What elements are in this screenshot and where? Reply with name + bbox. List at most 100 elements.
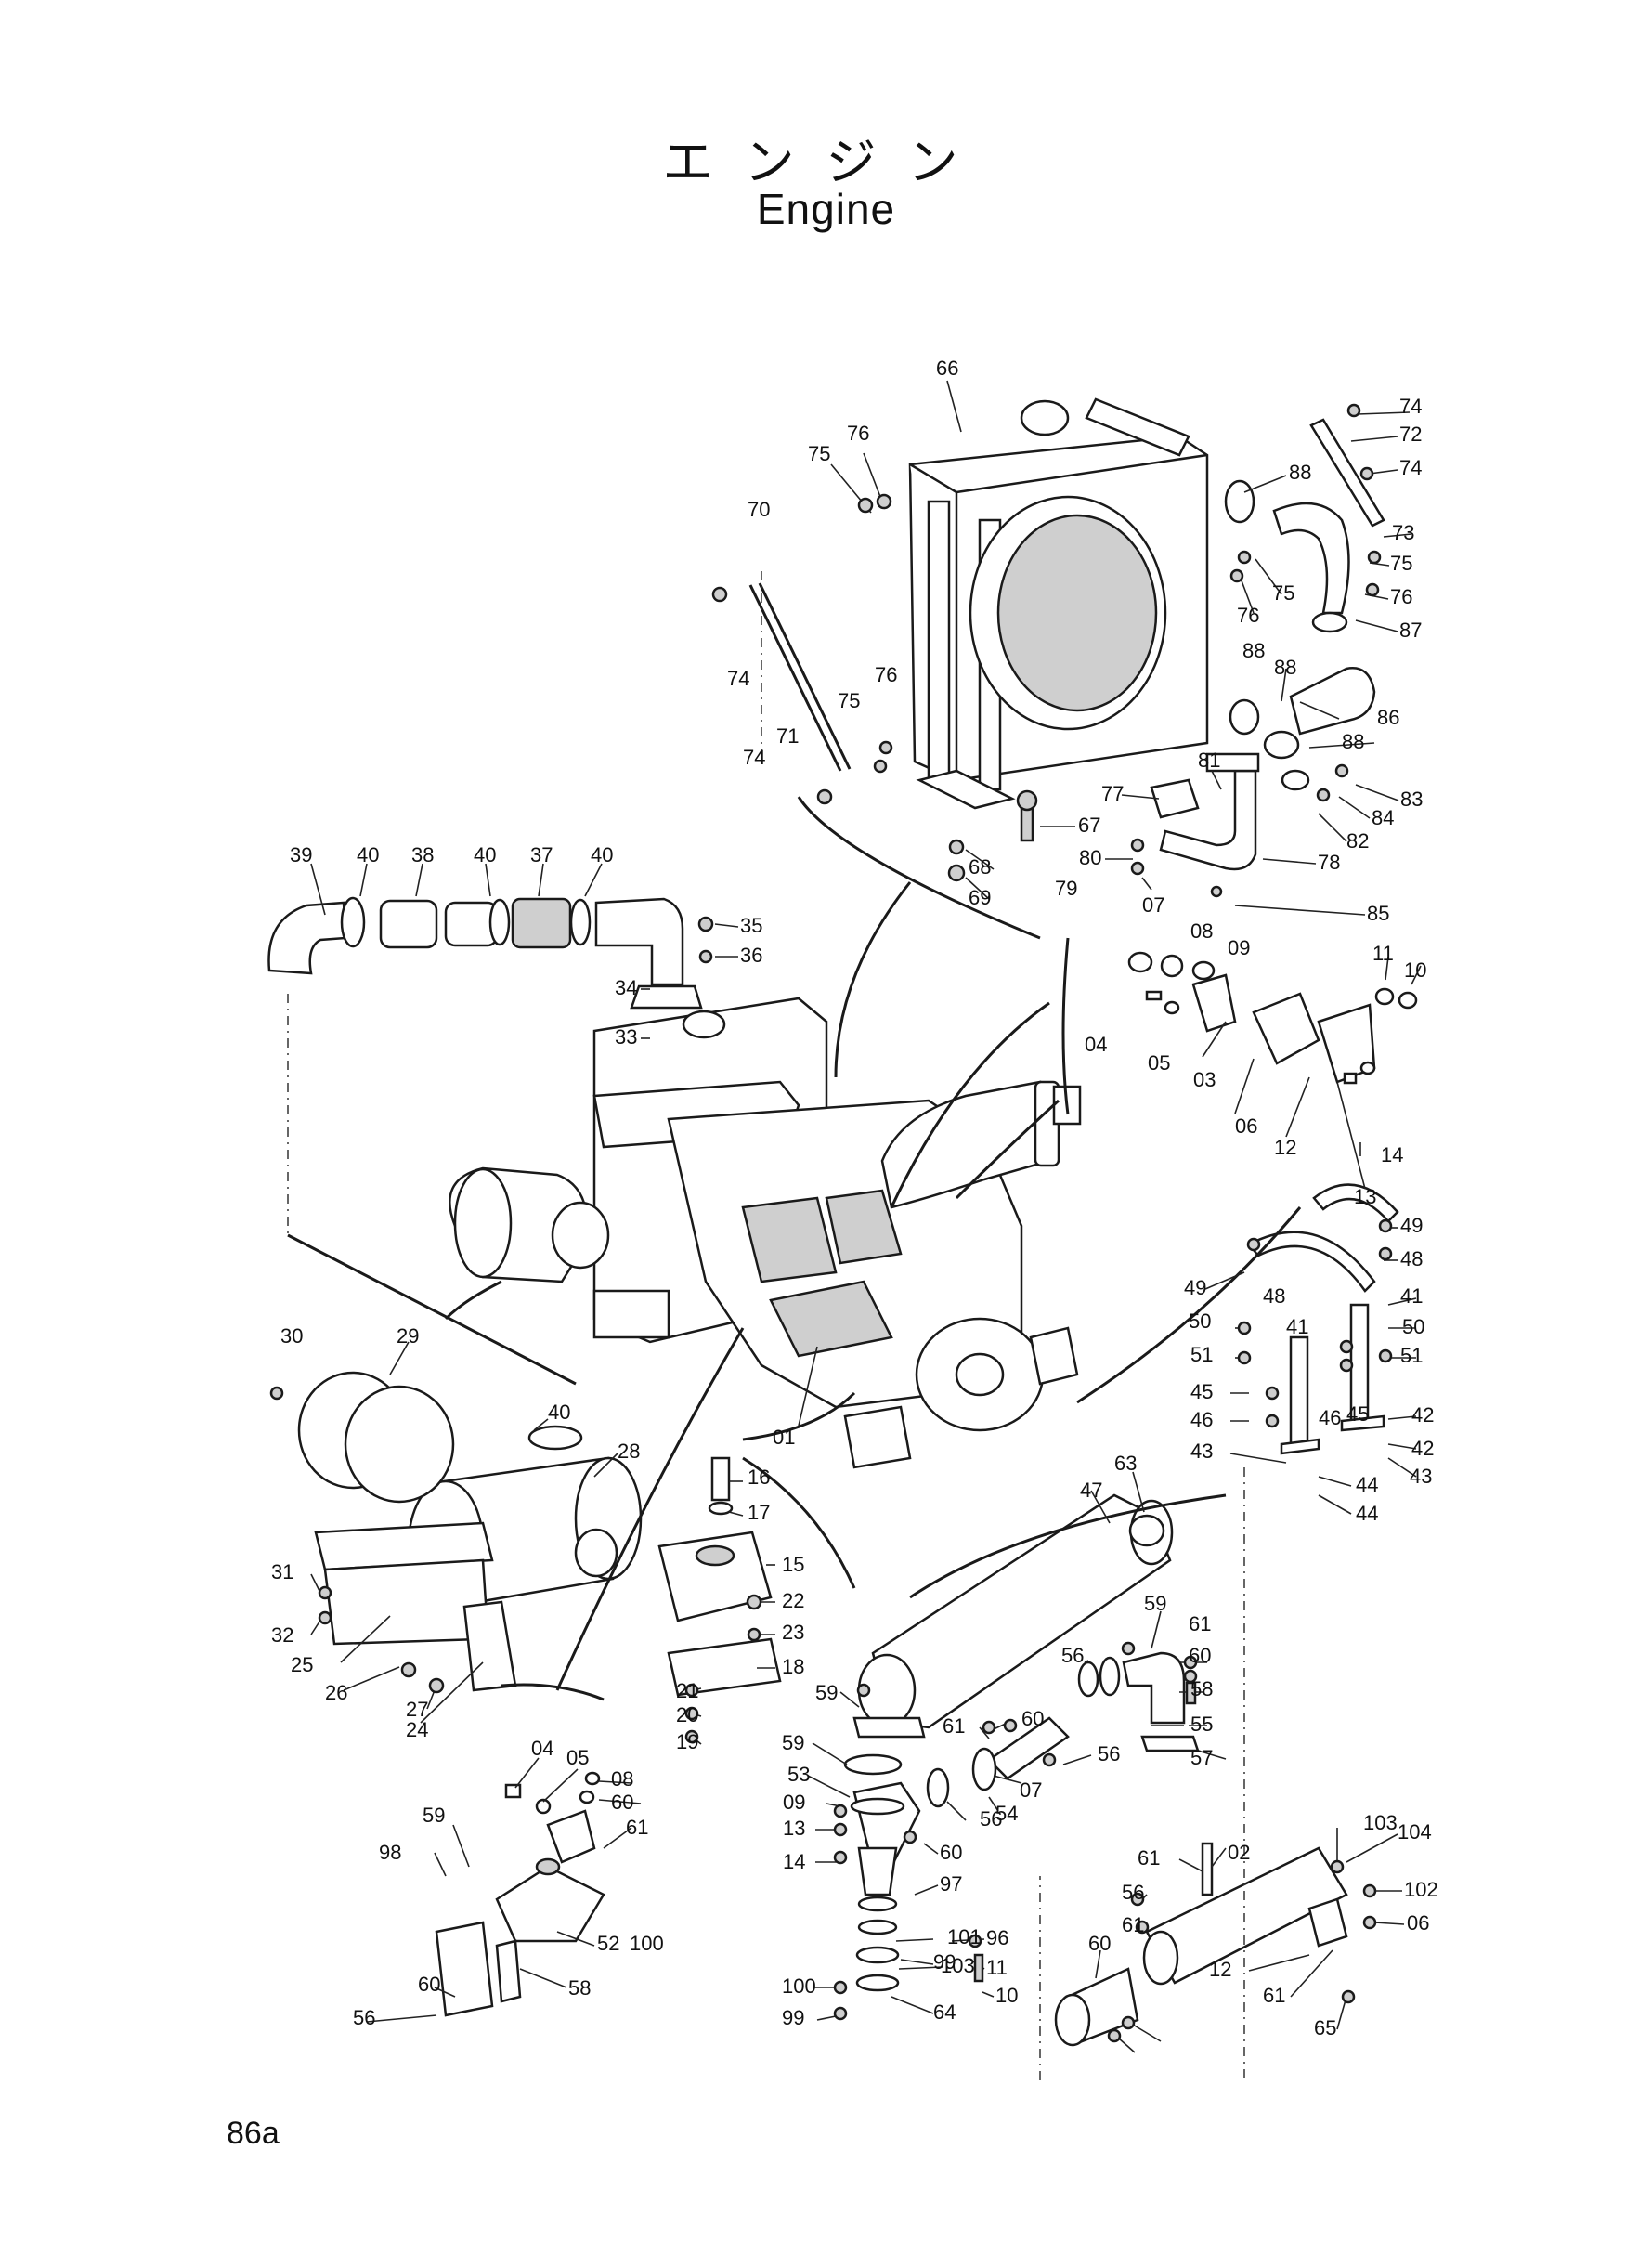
exhaust-tee-53 (843, 1753, 921, 1992)
callout: 39 (290, 843, 312, 866)
callout: 02 (1228, 1841, 1250, 1864)
callout: 15 (782, 1553, 804, 1576)
callout: 41 (1286, 1315, 1308, 1338)
callout: 03 (1193, 1068, 1216, 1091)
callout: 55 (1190, 1713, 1213, 1736)
callout: 58 (568, 1976, 591, 2000)
callout: 99 (933, 1950, 956, 1974)
callout: 59 (782, 1731, 804, 1754)
callout: 98 (379, 1841, 401, 1864)
callout: 56 (1122, 1881, 1144, 1904)
callout: 04 (1085, 1033, 1107, 1056)
callout: 73 (1392, 521, 1414, 544)
callout: 11 (1372, 942, 1394, 965)
callout: 68 (969, 855, 991, 879)
callout: 61 (1263, 1984, 1285, 2007)
intake-hose-assembly (267, 896, 703, 1010)
callout: 76 (1237, 604, 1259, 627)
callout: 46 (1190, 1408, 1213, 1431)
callout: 46 (1319, 1406, 1341, 1429)
callout: 59 (1144, 1592, 1166, 1615)
page-title-japanese: エンジン (662, 133, 990, 191)
callout: 08 (611, 1767, 633, 1791)
callout: 01 (773, 1426, 795, 1449)
callout: 79 (1055, 877, 1077, 900)
callout: 74 (743, 746, 765, 769)
callout: 49 (1400, 1214, 1423, 1237)
callout: 54 (995, 1802, 1018, 1825)
callout: 77 (1101, 782, 1124, 805)
callout: 40 (548, 1401, 570, 1424)
callout: 18 (782, 1655, 804, 1678)
callout: 74 (1399, 395, 1422, 418)
callout: 88 (1289, 461, 1311, 484)
exhaust-elbow-55 (1077, 1651, 1200, 1752)
callout: 61 (626, 1816, 648, 1839)
callout: 75 (1390, 552, 1412, 575)
callout: 49 (1184, 1276, 1206, 1299)
callout: 76 (875, 663, 897, 686)
callout: 88 (1342, 730, 1364, 753)
callout: 20 (676, 1703, 698, 1726)
callout: 37 (530, 843, 553, 866)
callout: 100 (630, 1932, 664, 1955)
radiator-brace-72 (1309, 418, 1385, 528)
callout: 101 (947, 1925, 982, 1948)
radiator-assembly (908, 397, 1209, 810)
callout: 60 (1189, 1644, 1211, 1667)
group-boundary-lines (287, 571, 1302, 2080)
callout: 75 (838, 689, 860, 712)
lower-engine-mount (435, 1771, 605, 2017)
callout: 29 (397, 1324, 419, 1348)
page-number: 86a (227, 2116, 280, 2151)
callout: 65 (1314, 2016, 1336, 2039)
callout: 12 (1274, 1136, 1296, 1159)
callout: 14 (783, 1850, 805, 1873)
lower-radiator-hose-86 (1229, 667, 1376, 760)
callout: 72 (1399, 423, 1422, 446)
callout: 44 (1356, 1473, 1378, 1496)
callout: 40 (357, 843, 379, 866)
callout: 66 (936, 357, 958, 380)
callout: 09 (783, 1791, 805, 1814)
callout: 19 (676, 1730, 698, 1753)
radiator-stay-rod (748, 582, 852, 772)
callout: 86 (1377, 706, 1399, 729)
callout: 38 (411, 843, 434, 866)
callout: 06 (1235, 1114, 1257, 1138)
callout: 45 (1346, 1402, 1369, 1426)
callout: 43 (1410, 1465, 1432, 1488)
callout: 56 (1061, 1644, 1084, 1667)
callout: 42 (1411, 1437, 1434, 1460)
callout: 61 (1189, 1612, 1211, 1635)
callout: 10 (995, 1984, 1018, 2007)
callout: 70 (748, 498, 770, 521)
air-cleaner (297, 1371, 643, 1692)
callout-labels: 66 76 75 70 74 72 74 88 73 75 75 76 76 8… (271, 357, 1438, 2039)
callout: 05 (1148, 1051, 1170, 1075)
muffler (852, 1493, 1174, 1739)
callout: 96 (986, 1926, 1008, 1949)
callout: 07 (1142, 893, 1164, 917)
callout: 99 (782, 2006, 804, 2029)
callout: 75 (808, 442, 830, 465)
leader-lines (310, 380, 1422, 2053)
callout: 87 (1399, 619, 1422, 642)
exhaust-pipe-54 (926, 1716, 1070, 1808)
callout: 102 (1404, 1878, 1438, 1901)
callout: 40 (591, 843, 613, 866)
callout: 24 (406, 1718, 428, 1741)
callout: 13 (783, 1817, 805, 1840)
callout: 48 (1263, 1284, 1285, 1308)
callout: 103 (1363, 1811, 1398, 1834)
callout: 36 (740, 944, 762, 967)
callout: 59 (423, 1804, 445, 1827)
muffler-band-brackets (1247, 1183, 1399, 1455)
callout: 56 (353, 2006, 375, 2029)
callout: 69 (969, 886, 991, 909)
callout: 28 (618, 1440, 640, 1463)
callout: 63 (1114, 1452, 1137, 1475)
callout: 31 (271, 1560, 293, 1583)
callout: 97 (940, 1872, 962, 1896)
